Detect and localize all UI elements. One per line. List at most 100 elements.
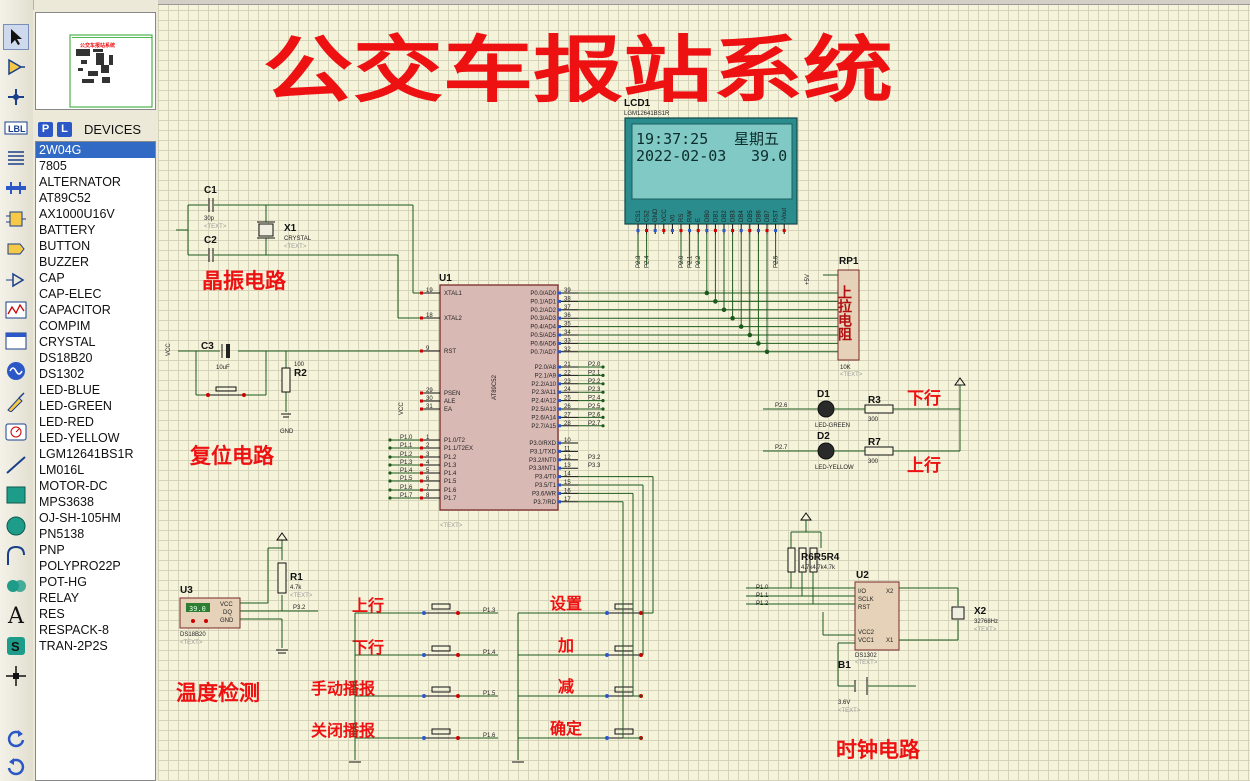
resistor-r3[interactable]: R3 300 (864, 395, 894, 423)
junction-dot (713, 299, 718, 304)
junction-dot (601, 415, 605, 419)
device-item[interactable]: CRYSTAL (39, 335, 96, 349)
library-button[interactable]: L (57, 121, 72, 137)
device-item[interactable]: POT-HG (39, 575, 87, 589)
device-item[interactable]: POLYPRO22P (39, 559, 121, 573)
device-item[interactable]: BUZZER (39, 255, 89, 269)
symbol-icon[interactable]: S (3, 633, 29, 659)
marker-icon[interactable] (3, 663, 29, 689)
probe-icon[interactable] (3, 389, 29, 415)
instrument-icon[interactable] (3, 419, 29, 445)
text-script-icon[interactable] (3, 145, 29, 171)
component-icon[interactable] (3, 54, 29, 80)
device-item[interactable]: OJ-SH-105HM (39, 511, 121, 525)
button-btn_set[interactable] (593, 603, 643, 615)
b1-text: <TEXT> (838, 708, 861, 714)
junction-icon[interactable] (3, 84, 29, 110)
resistor-pack-rp1[interactable]: RP1 上拉电阻 10K <TEXT> +5V (805, 256, 863, 378)
circle-icon[interactable] (3, 513, 29, 539)
terminal-icon[interactable] (3, 236, 29, 262)
button-btn_close[interactable] (410, 728, 460, 740)
button-btn_up[interactable] (410, 603, 460, 615)
select-arrow-icon[interactable] (3, 24, 29, 50)
device-item[interactable]: CAP (39, 271, 65, 285)
device-item[interactable]: LED-GREEN (39, 399, 112, 413)
generator-icon[interactable] (3, 358, 29, 384)
capacitor-c2[interactable]: C2 (204, 235, 217, 262)
device-item[interactable]: MOTOR-DC (39, 479, 108, 493)
device-item[interactable]: CAP-ELEC (39, 287, 102, 301)
button-btn_down[interactable] (410, 645, 460, 657)
u1-right-pin-num: 27 (564, 412, 571, 418)
battery-b1[interactable]: B1 3.6V <TEXT> (838, 660, 868, 714)
down-label: 下行 (907, 388, 941, 409)
label-icon[interactable]: LBL (3, 115, 29, 141)
reset-button[interactable] (206, 386, 246, 397)
lcd-pin-marker (705, 229, 709, 232)
device-item[interactable]: COMPIM (39, 319, 91, 333)
u1-right-pin-num: 38 (564, 296, 571, 302)
button-btn_add[interactable] (593, 645, 643, 657)
device-item[interactable]: DS18B20 (39, 351, 93, 365)
crystal-x1[interactable]: X1 CRYSTAL <TEXT> (257, 221, 312, 250)
rotate-cw-icon[interactable] (3, 726, 29, 752)
device-item[interactable]: BATTERY (39, 223, 96, 237)
pick-device-button[interactable]: P (38, 121, 53, 137)
u1-right-pin-num: 16 (564, 488, 571, 494)
text-icon[interactable]: A (8, 603, 24, 629)
line-icon[interactable] (3, 452, 29, 478)
device-item[interactable]: 7805 (39, 159, 67, 173)
resistor-r7[interactable]: R7 300 (864, 437, 894, 465)
u2-pin-rst: RST (858, 605, 870, 611)
device-item[interactable]: AT89C52 (39, 191, 91, 205)
device-item[interactable]: LED-YELLOW (39, 431, 120, 445)
device-item[interactable]: LGM12641BS1R (39, 447, 134, 461)
tape-icon[interactable] (3, 328, 29, 354)
device-item[interactable]: PN5138 (39, 527, 85, 541)
svg-text:S: S (11, 639, 20, 654)
sensor-u3[interactable]: U3 39.0 VCC DQ GND DS18B20 <TEXT> (179, 585, 241, 646)
device-item[interactable]: RES (39, 607, 65, 621)
device-item[interactable]: MPS3638 (39, 495, 94, 509)
device-item[interactable]: ALTERNATOR (39, 175, 121, 189)
schematic-canvas[interactable]: 公交车报站系统 LCD1 LGM12641BS1R 19:37:25 星期五 2… (158, 0, 1250, 781)
device-item[interactable]: AX1000U16V (39, 207, 115, 221)
device-item[interactable]: LED-BLUE (39, 383, 101, 397)
device-item[interactable]: DS1302 (39, 367, 85, 381)
device-item[interactable]: TRAN-2P2S (39, 639, 108, 653)
device-item[interactable]: CAPACITOR (39, 303, 111, 317)
bus-icon[interactable] (3, 175, 29, 201)
lcd-pin-label: R/W (688, 210, 694, 222)
device-item[interactable]: BUTTON (39, 239, 91, 253)
device-item[interactable]: LED-RED (39, 415, 94, 429)
lcd-pin-marker (653, 229, 657, 232)
resistor-r1[interactable]: R1 4.7k <TEXT> (277, 562, 313, 599)
port-icon[interactable] (3, 267, 29, 293)
crystal-x2[interactable]: X2 32768Hz <TEXT> (951, 606, 998, 633)
resistor-r2[interactable]: R2 100 GND (280, 362, 307, 435)
rtc-u2[interactable]: U2 I/O SCLK RST VCC2 VCC1 X1 X2 DS1302 <… (854, 570, 900, 666)
resistor-array-r4[interactable]: R6R5R4 4.7k4.7k4.7k (787, 512, 840, 573)
button-btn_manual[interactable] (410, 686, 460, 698)
device-item[interactable]: LM016L (39, 463, 85, 477)
overview-window[interactable]: 公交车报站系统 (35, 12, 156, 110)
box-icon[interactable] (3, 482, 29, 508)
capacitor-c3[interactable]: C3 10uF (201, 341, 230, 371)
subcircuit-icon[interactable] (3, 206, 29, 232)
device-item[interactable]: RESPACK-8 (39, 623, 109, 637)
capacitor-c1[interactable]: C1 30p <TEXT> (204, 185, 227, 230)
lcd-module[interactable]: LCD1 LGM12641BS1R 19:37:25 星期五 2022-02-0… (624, 98, 798, 234)
device-item[interactable]: PNP (39, 543, 65, 557)
p2-net-label: P2.4 (588, 396, 601, 402)
rp1-label: RP1 (839, 256, 859, 267)
arc-icon[interactable] (3, 543, 29, 569)
graph-icon[interactable] (3, 297, 29, 323)
lcd-pin-label: RS (679, 214, 685, 222)
path-icon[interactable] (3, 573, 29, 599)
junction-dot (704, 290, 710, 296)
device-item[interactable]: 2W04G (36, 142, 155, 158)
rotate-ccw-icon[interactable] (3, 754, 29, 780)
device-item[interactable]: RELAY (39, 591, 80, 605)
